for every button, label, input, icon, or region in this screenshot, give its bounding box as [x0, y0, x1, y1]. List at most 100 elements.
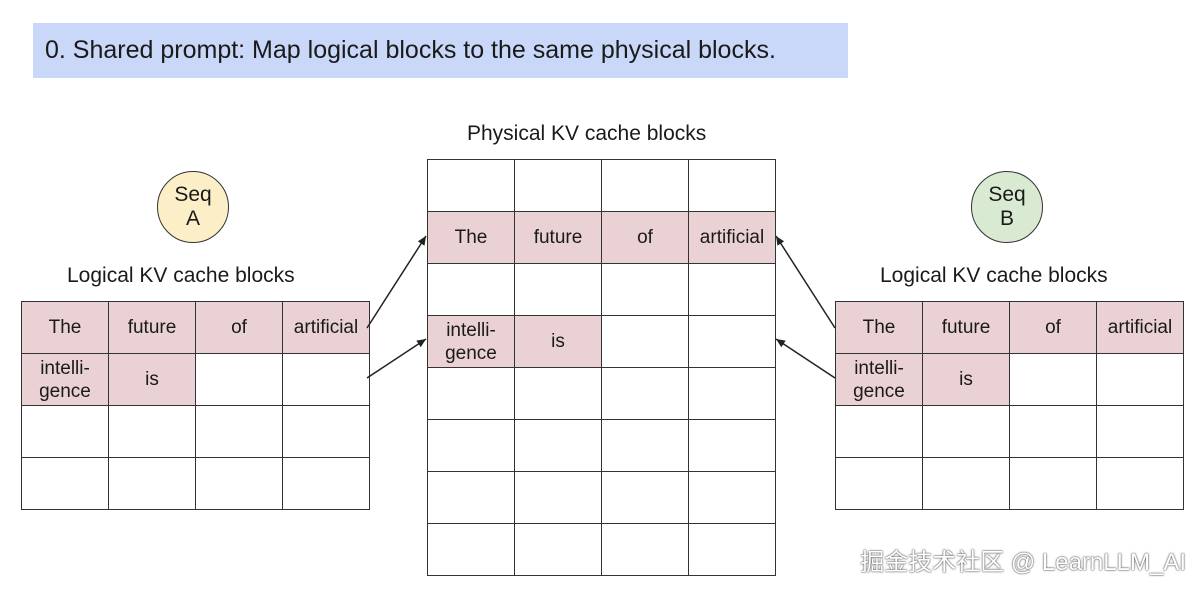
empty-cell: [282, 457, 370, 510]
cell-text: artificial: [293, 317, 359, 338]
seq-b-label-line2: B: [999, 207, 1014, 230]
cell-text: The: [862, 317, 896, 338]
cell-text: gence: [853, 380, 905, 402]
cell-text: intelli-: [854, 357, 904, 379]
grid-row: intelli-gence is: [427, 315, 776, 368]
empty-cell: [427, 159, 515, 212]
empty-cell: [514, 263, 602, 316]
empty-cell: [688, 159, 776, 212]
seq-a-logical-grid: The future of artificial intelli-gence is: [21, 301, 370, 510]
seq-b-logical-title: Logical KV cache blocks: [880, 264, 1108, 287]
filled-cell: artificial: [282, 301, 370, 354]
cell-text: future: [941, 317, 991, 338]
grid-row: [427, 159, 776, 212]
empty-cell: [514, 159, 602, 212]
empty-cell: [922, 457, 1010, 510]
grid-row: intelli-gence is: [835, 353, 1184, 406]
physical-blocks-grid: The future of artificial intelli-gence is: [427, 159, 776, 576]
empty-cell: [21, 457, 109, 510]
empty-cell: [1009, 457, 1097, 510]
cell-text: gence: [39, 380, 91, 402]
grid-row: [21, 457, 370, 510]
title-banner: 0. Shared prompt: Map logical blocks to …: [33, 23, 848, 78]
cell-text: is: [551, 331, 565, 352]
empty-cell: [195, 405, 283, 458]
cell-text: of: [637, 227, 653, 248]
empty-cell: [514, 523, 602, 576]
empty-cell: [195, 457, 283, 510]
empty-cell: [282, 353, 370, 406]
arrow-b-row2-to-physical: [775, 338, 836, 379]
cell-text: intelli-: [446, 319, 496, 341]
grid-row: The future of artificial: [21, 301, 370, 354]
arrow-a-row1-to-physical: [366, 235, 427, 329]
cell-text: gence: [445, 342, 497, 364]
seq-a-label-line2: A: [185, 207, 200, 230]
empty-cell: [108, 405, 196, 458]
grid-row: [427, 523, 776, 576]
cell-text: is: [145, 369, 159, 390]
filled-cell: The: [427, 211, 515, 264]
empty-cell: [21, 405, 109, 458]
empty-cell: [688, 367, 776, 420]
arrow-b-row1-to-physical: [775, 235, 836, 329]
seq-a-label-line1: Seq: [174, 183, 212, 206]
seq-b-label-line1: Seq: [988, 183, 1026, 206]
empty-cell: [922, 405, 1010, 458]
filled-cell: future: [922, 301, 1010, 354]
grid-row: [427, 263, 776, 316]
seq-b-logical-grid: The future of artificial intelli-gence is: [835, 301, 1184, 510]
cell-text: future: [127, 317, 177, 338]
filled-cell: intelli-gence: [835, 353, 923, 406]
grid-row: [21, 405, 370, 458]
empty-cell: [514, 471, 602, 524]
empty-cell: [514, 367, 602, 420]
arrow-a-row2-to-physical: [366, 338, 427, 379]
filled-cell: is: [514, 315, 602, 368]
cell-text: artificial: [699, 227, 765, 248]
cell-text: artificial: [1107, 317, 1173, 338]
empty-cell: [688, 419, 776, 472]
grid-row: [835, 405, 1184, 458]
filled-cell: of: [601, 211, 689, 264]
cell-text: intelli-: [40, 357, 90, 379]
empty-cell: [427, 263, 515, 316]
grid-row: The future of artificial: [427, 211, 776, 264]
filled-cell: of: [1009, 301, 1097, 354]
cell-text: The: [48, 317, 82, 338]
empty-cell: [1096, 353, 1184, 406]
empty-cell: [688, 523, 776, 576]
filled-cell: of: [195, 301, 283, 354]
filled-cell: intelli-gence: [21, 353, 109, 406]
filled-cell: future: [514, 211, 602, 264]
filled-cell: The: [835, 301, 923, 354]
empty-cell: [1009, 405, 1097, 458]
filled-cell: artificial: [1096, 301, 1184, 354]
filled-cell: is: [922, 353, 1010, 406]
cell-text: The: [454, 227, 488, 248]
seq-a-logical-title: Logical KV cache blocks: [67, 264, 295, 287]
empty-cell: [601, 523, 689, 576]
empty-cell: [601, 367, 689, 420]
grid-row: [835, 457, 1184, 510]
empty-cell: [601, 315, 689, 368]
empty-cell: [108, 457, 196, 510]
grid-row: intelli-gence is: [21, 353, 370, 406]
cell-text: of: [231, 317, 247, 338]
physical-blocks-title: Physical KV cache blocks: [467, 122, 707, 145]
cell-text: is: [959, 369, 973, 390]
cell-text: future: [533, 227, 583, 248]
grid-row: The future of artificial: [835, 301, 1184, 354]
empty-cell: [1096, 457, 1184, 510]
watermark: 掘金技术社区 @ LearnLLM_AI: [860, 549, 1186, 576]
filled-cell: artificial: [688, 211, 776, 264]
grid-row: [427, 367, 776, 420]
empty-cell: [427, 367, 515, 420]
filled-cell: intelli-gence: [427, 315, 515, 368]
seq-a-badge: Seq A: [157, 171, 229, 243]
seq-b-badge: Seq B: [971, 171, 1043, 243]
cell-text: of: [1045, 317, 1061, 338]
empty-cell: [601, 263, 689, 316]
banner-text: 0. Shared prompt: Map logical blocks to …: [45, 36, 776, 64]
